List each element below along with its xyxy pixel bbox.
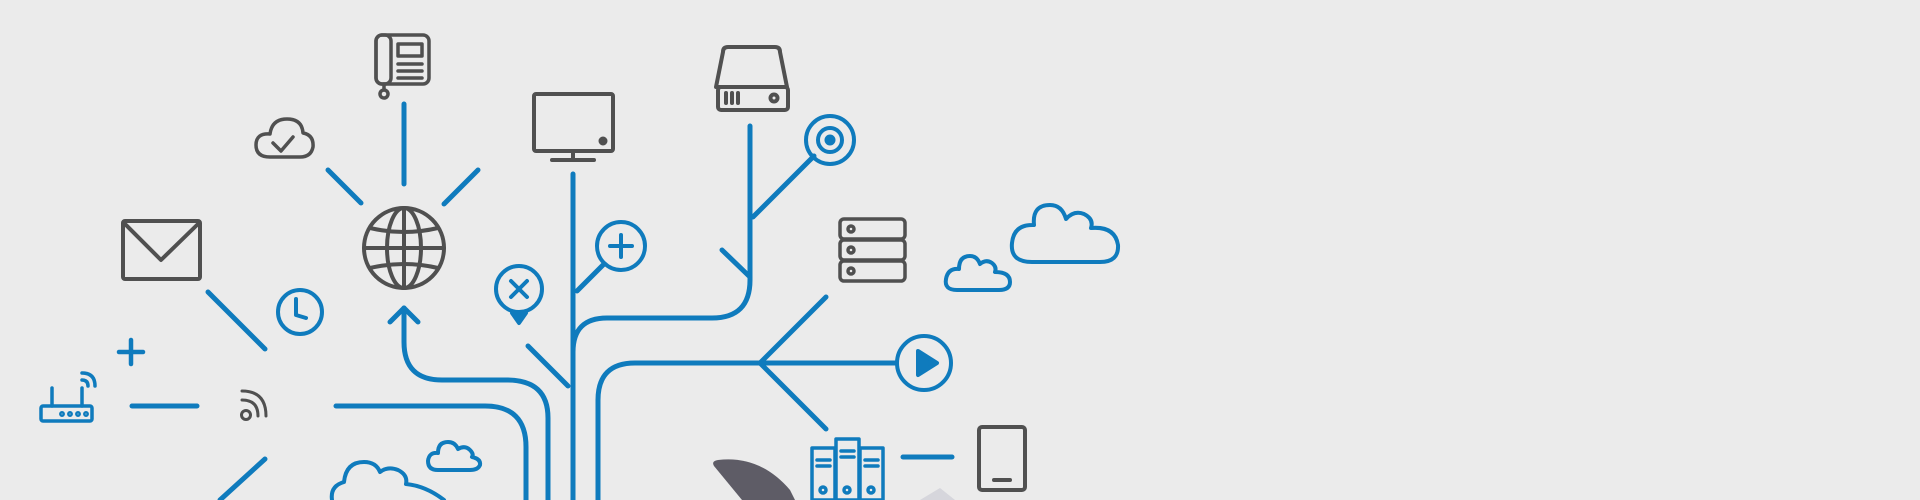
- telephone-icon: [374, 33, 431, 100]
- bottom-left-spoke: [217, 456, 268, 500]
- hard-drive-icon: [714, 45, 790, 112]
- remove-pin-icon: [494, 264, 544, 325]
- branch-to-drive: [570, 123, 753, 363]
- cloud-icon: [1009, 203, 1121, 264]
- monitor-icon: [532, 92, 615, 162]
- small-cloud-icon: [943, 254, 1012, 292]
- envelope-spoke: [205, 289, 268, 352]
- cloud-check-icon: [254, 117, 315, 159]
- globe-spoke-tr: [441, 167, 481, 207]
- globe-link: [401, 305, 551, 500]
- branch-right-main: [595, 360, 898, 500]
- plus-icon: [116, 337, 146, 367]
- clock-icon: [276, 288, 324, 336]
- wifi-icon: [240, 389, 268, 421]
- spoke-up: [757, 294, 829, 366]
- tablet-icon: [977, 425, 1027, 492]
- leaf-shape: [920, 488, 955, 500]
- router-icon: [39, 371, 97, 423]
- document-binders-icon: [810, 437, 885, 500]
- cloud-bottom-left-icon: [329, 460, 446, 500]
- branch-left-lower: [333, 403, 529, 500]
- add-link: [574, 261, 607, 294]
- globe-icon: [362, 206, 446, 290]
- server-stack-icon: [838, 217, 907, 283]
- target-icon: [804, 114, 856, 166]
- play-icon: [895, 334, 953, 392]
- globe-spoke-tl: [325, 167, 364, 206]
- cloud-small-bottom-icon: [426, 440, 483, 472]
- spoke-down: [757, 360, 829, 432]
- drive-diag-1: [719, 247, 753, 280]
- connector-lines: [129, 101, 955, 500]
- envelope-icon: [121, 219, 202, 281]
- target-link: [750, 153, 817, 220]
- globe-arrow: [387, 305, 421, 325]
- remove-link: [525, 343, 571, 389]
- add-circle-icon: [595, 220, 647, 272]
- tree-trunk-shape: [713, 459, 795, 500]
